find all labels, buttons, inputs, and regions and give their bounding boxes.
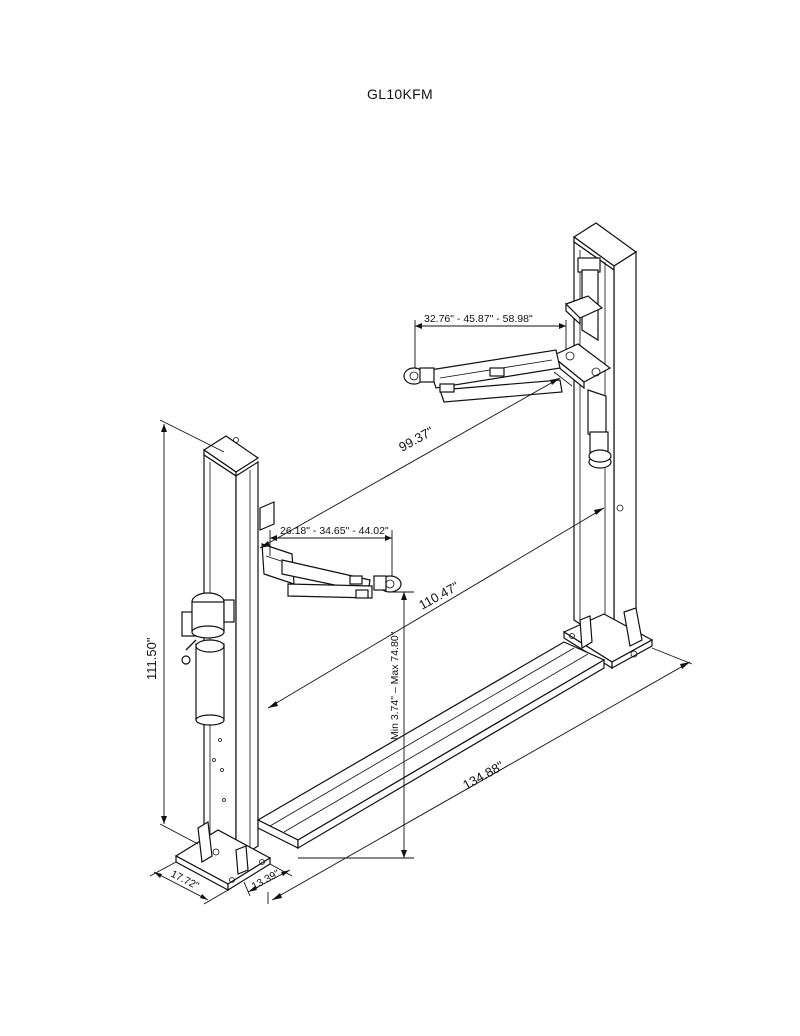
lower-arm — [259, 501, 402, 599]
drawing-title: GL10KFM — [367, 86, 433, 102]
height-label: 111.50" — [144, 637, 159, 680]
diagonal-lower-label: 110.47" — [416, 578, 462, 612]
left-post — [174, 435, 272, 892]
upper-arm-reach-label: 32.76" - 45.87" - 58.98" — [424, 313, 533, 325]
right-post — [562, 222, 654, 670]
dimension-lines — [149, 320, 693, 905]
overall-width-label: 134.88" — [460, 758, 506, 793]
lift-height-range-label: Min 3.74" – Max 74.80" — [389, 631, 401, 740]
floor-cover — [256, 641, 606, 850]
diagonal-upper-label: 99.37" — [396, 423, 436, 454]
upper-arm — [403, 343, 612, 403]
lower-arm-reach-label: 26.18" - 34.65" - 44.02" — [280, 525, 389, 537]
